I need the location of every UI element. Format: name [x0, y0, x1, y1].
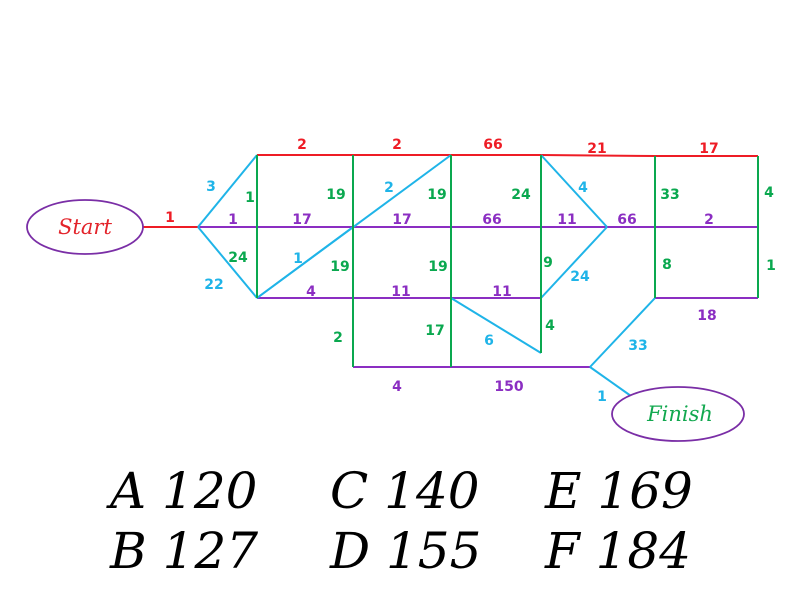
edge-weight-v4-down: 9 — [543, 255, 553, 271]
answer-letter: F — [545, 522, 580, 580]
edge-weight-v3-bottom: 17 — [425, 323, 444, 339]
edge-weight-diag-right-down: 24 — [570, 269, 590, 285]
edge-weight-top-e: 17 — [699, 141, 718, 157]
edge-weight-mid-e: 11 — [557, 212, 576, 228]
edge-weight-v6-down: 1 — [766, 258, 776, 274]
edge-weight-v4-bottom: 4 — [545, 318, 555, 334]
answer-value: 127 — [162, 522, 259, 580]
answer-letter: A — [110, 462, 147, 520]
edge-weight-bottom-b: 150 — [494, 379, 523, 395]
answer-option-f: F 184 — [545, 526, 691, 576]
answer-option-a: A 120 — [110, 466, 257, 516]
edge-weight-v2-down: 19 — [330, 259, 349, 275]
answer-value: 155 — [386, 522, 482, 580]
edge-weight-diag-low: 1 — [293, 251, 303, 267]
answer-letter: C — [330, 462, 369, 520]
start-node: Start — [26, 199, 144, 255]
edge-diag-up-1 — [197, 154, 258, 228]
answer-value: 169 — [597, 462, 693, 520]
edge-weight-diag-v: 6 — [484, 333, 494, 349]
edge-weight-diag-long: 2 — [384, 180, 394, 196]
edge-weight-top-a: 2 — [297, 137, 307, 153]
edge-weight-top-b: 2 — [392, 137, 402, 153]
edge-diag-right-down — [540, 226, 608, 299]
edge-weight-diag-up-1: 3 — [206, 179, 216, 195]
edge-weight-v1-down: 24 — [228, 250, 248, 266]
edge-weight-v5-up: 33 — [660, 187, 679, 203]
edge-finish-link — [589, 366, 632, 397]
finish-label: Finish — [646, 402, 713, 426]
answer-value: 184 — [595, 522, 692, 580]
edge-weight-bottom-a: 4 — [392, 379, 402, 395]
answer-option-b: B 127 — [110, 526, 258, 576]
edge-weight-v4-up: 24 — [511, 187, 531, 203]
edges-layer — [143, 154, 759, 397]
edge-weight-low-c: 11 — [492, 284, 511, 300]
edge-diag-v — [450, 297, 542, 354]
start-label: Start — [58, 215, 112, 239]
edge-weight-right-low: 18 — [697, 308, 716, 324]
edge-weight-mid-g: 2 — [704, 212, 714, 228]
answer-letter: B — [110, 522, 147, 580]
edge-weight-top-d: 21 — [587, 141, 606, 157]
edge-diag-low — [256, 226, 354, 299]
finish-node: Finish — [611, 386, 745, 442]
edge-weight-start-link: 1 — [165, 210, 175, 226]
answer-value: 140 — [384, 462, 480, 520]
edge-weight-low-a: 4 — [306, 284, 316, 300]
edge-weight-mid-d: 66 — [482, 212, 501, 228]
edge-weight-diag-right-up: 4 — [578, 180, 588, 196]
edge-weight-finish-link: 1 — [597, 389, 607, 405]
edge-weight-mid-b: 17 — [292, 212, 311, 228]
answer-option-d: D 155 — [330, 526, 481, 576]
edge-top-d — [540, 154, 656, 157]
edge-weight-v2-up: 19 — [326, 187, 345, 203]
edge-weight-diag-down-1: 22 — [204, 277, 223, 293]
edge-weight-v5-down: 8 — [662, 257, 672, 273]
edge-weight-v3-up: 19 — [427, 187, 446, 203]
answer-letter: E — [545, 462, 582, 520]
edge-weight-top-c: 66 — [483, 137, 502, 153]
answer-letter: D — [330, 522, 371, 580]
edge-weight-mid-a: 1 — [228, 212, 238, 228]
edge-weight-v3-down: 19 — [428, 259, 447, 275]
edge-weight-mid-f: 66 — [617, 212, 636, 228]
edge-diag-finish-1 — [589, 297, 656, 368]
edge-weight-mid-c: 17 — [392, 212, 411, 228]
edge-diag-down-1 — [197, 226, 258, 299]
edge-weight-v1-up: 1 — [245, 190, 255, 206]
answer-option-c: C 140 — [330, 466, 480, 516]
edge-weight-v6-up: 4 — [764, 185, 774, 201]
edge-weight-v2-bottom: 2 — [333, 330, 343, 346]
edge-diag-right-up — [540, 154, 608, 228]
answer-value: 120 — [162, 462, 258, 520]
answer-option-e: E 169 — [545, 466, 693, 516]
edge-weight-low-b: 11 — [391, 284, 410, 300]
edge-weight-diag-finish-1: 33 — [628, 338, 647, 354]
